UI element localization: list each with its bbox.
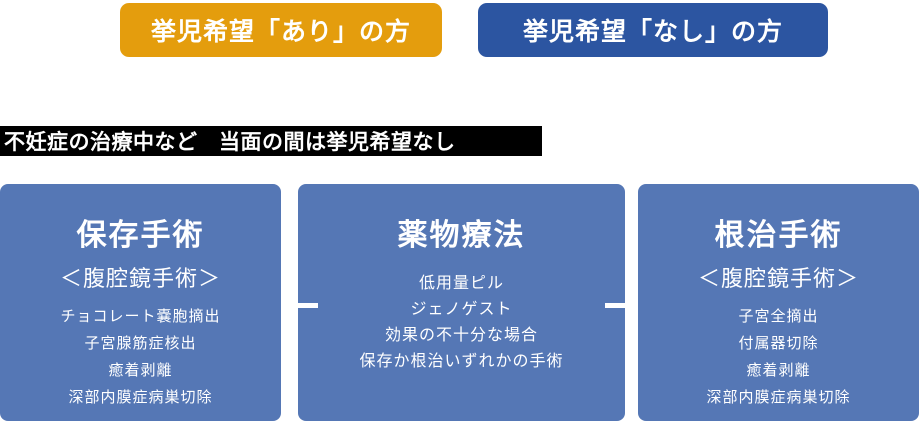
treatment-item: 効果の不十分な場合 <box>384 327 538 344</box>
treatment-box-conservative-surgery: 保存手術 ＜腹腔鏡手術＞ チョコレート嚢胞摘出 子宮腺筋症核出 癒着剥離 深部内… <box>0 184 281 421</box>
treatment-item: 保存か根治いずれかの手術 <box>359 353 564 370</box>
connector-dash-left <box>298 303 318 308</box>
connector-dash-right <box>605 303 625 308</box>
box-title: 薬物療法 <box>397 219 526 252</box>
treatment-item: 子宮腺筋症核出 <box>84 335 197 352</box>
box-title: 根治手術 <box>714 219 843 252</box>
treatment-item-list: チョコレート嚢胞摘出 子宮腺筋症核出 癒着剥離 深部内膜症病巣切除 <box>0 303 281 411</box>
treatment-item: 癒着剥離 <box>746 362 811 379</box>
treatment-item: ジェノゲスト <box>410 301 513 318</box>
treatment-item-list: 子宮全摘出 付属器切除 癒着剥離 深部内膜症病巣切除 <box>638 303 919 411</box>
treatment-box-radical-surgery: 根治手術 ＜腹腔鏡手術＞ 子宮全摘出 付属器切除 癒着剥離 深部内膜症病巣切除 <box>638 184 919 421</box>
treatment-item: 深部内膜症病巣切除 <box>68 389 213 406</box>
treatment-item: 付属器切除 <box>738 335 819 352</box>
treatment-item: 癒着剥離 <box>108 362 173 379</box>
treatment-item: 深部内膜症病巣切除 <box>706 389 851 406</box>
box-title: 保存手術 <box>76 219 205 252</box>
infertility-note-banner: 不妊症の治療中など 当面の間は挙児希望なし <box>0 126 542 156</box>
fertility-desire-yes-button[interactable]: 挙児希望「あり」の方 <box>120 3 442 57</box>
box-subtitle: ＜腹腔鏡手術＞ <box>59 266 221 291</box>
fertility-desire-no-button[interactable]: 挙児希望「なし」の方 <box>478 3 828 57</box>
treatment-item: チョコレート嚢胞摘出 <box>60 308 221 325</box>
box-subtitle: ＜腹腔鏡手術＞ <box>697 266 859 291</box>
treatment-item: 低用量ピル <box>418 275 504 292</box>
treatment-item: 子宮全摘出 <box>738 308 819 325</box>
treatment-box-drug-therapy: 薬物療法 低用量ピル ジェノゲスト 効果の不十分な場合 保存か根治いずれかの手術 <box>298 184 625 421</box>
treatment-item-list: 低用量ピル ジェノゲスト 効果の不十分な場合 保存か根治いずれかの手術 <box>298 271 625 375</box>
